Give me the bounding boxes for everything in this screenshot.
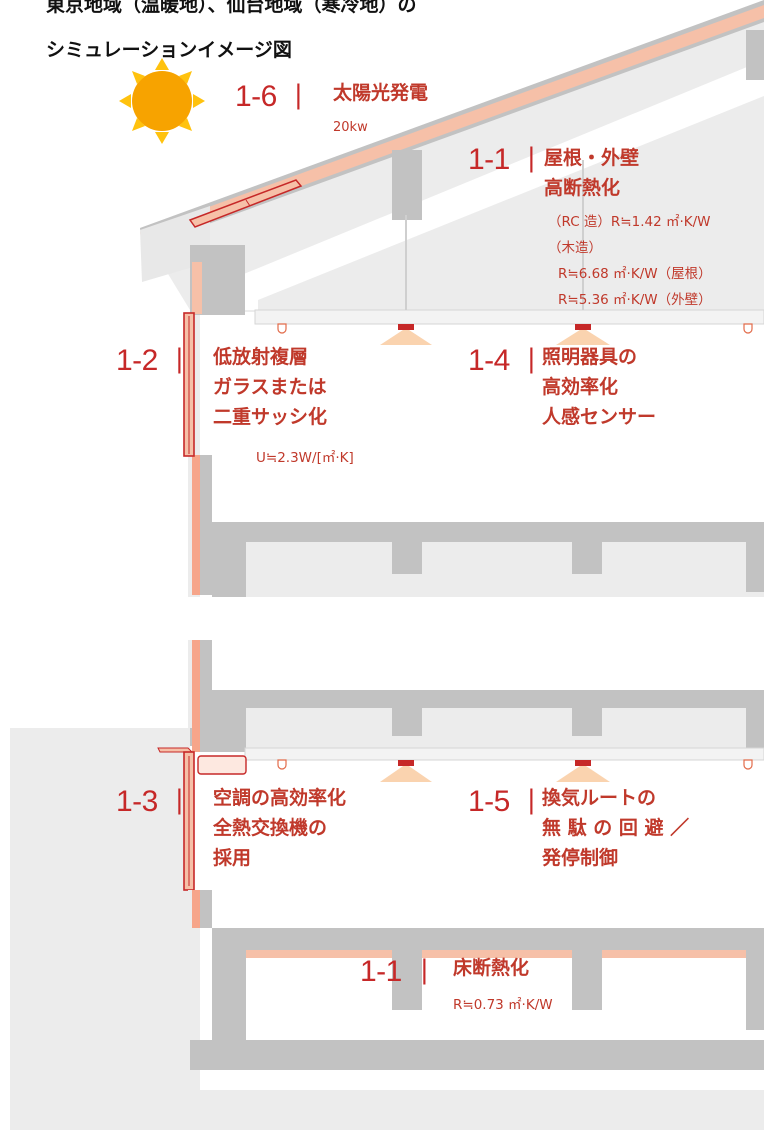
callout-vent-bar: |	[527, 785, 536, 815]
light-fixture-2	[556, 324, 610, 345]
sun-icon	[119, 58, 205, 144]
wall-left-lower-insulation	[192, 890, 200, 928]
wall-left-mid-insulation	[192, 640, 200, 752]
callout-lighting-number: 1-4	[468, 344, 510, 377]
header-line-1: 東京地域（温暖地）、仙台地域（寒冷地）の	[46, 0, 417, 16]
light-fixture-3	[380, 760, 432, 782]
callout-floor-title: 床断熱化	[453, 957, 530, 979]
callout-solar-bar: |	[294, 80, 303, 110]
light-fixture-4	[556, 760, 610, 782]
floor-slab-1-beam-2	[572, 950, 602, 1010]
upper-wall-insulation	[192, 262, 202, 314]
floor-slab-1-right-beam	[746, 950, 764, 1030]
callout-solar-detail: 20kw	[333, 120, 368, 135]
floor-slab-2-beam-2	[572, 542, 602, 574]
callout-hvac-line-1: 空調の高効率化	[213, 787, 347, 809]
callout-roof-detail-1: （RC 造）R≒1.42 ㎡·K/W	[548, 214, 711, 230]
callout-solar-title: 太陽光発電	[333, 82, 429, 104]
callout-glass-number: 1-2	[116, 344, 158, 377]
callout-lighting-bar: |	[527, 344, 536, 374]
callout-roof-detail-2: （木造）	[548, 240, 602, 256]
solar-panel	[188, 179, 303, 228]
callout-hvac-bar: |	[175, 785, 184, 815]
callout-glass-line-3: 二重サッシ化	[213, 406, 328, 428]
floor-slab-3-beam-2	[572, 708, 602, 736]
callout-glass-detail: U≒2.3W/[㎡·K]	[256, 450, 354, 466]
floor-slab-1	[212, 928, 764, 950]
callout-lighting-line-2: 高効率化	[542, 376, 619, 398]
callout-solar-number: 1-6	[235, 80, 277, 113]
floor-slab-3-left-beam	[212, 708, 246, 752]
callout-glass-line-1: 低放射複層	[213, 346, 309, 368]
floor-slab-3-beam-3	[746, 708, 764, 748]
ceiling-board-top	[254, 309, 764, 325]
floor-slab-3-beam-1	[392, 708, 422, 736]
ceiling-board-mid	[244, 747, 764, 761]
foundation-base	[190, 1040, 764, 1070]
floor-slab-2	[212, 522, 764, 542]
callout-roof-title-line-2: 高断熱化	[544, 177, 621, 199]
callout-floor-detail: R≒0.73 ㎡·K/W	[453, 997, 553, 1013]
floor-slab-2-left-beam	[212, 542, 246, 597]
callout-roof-detail-4: R≒5.36 ㎡·K/W（外壁）	[558, 292, 712, 308]
light-fixture-1	[380, 324, 432, 345]
callout-roof-title-line-1: 屋根・外壁	[544, 147, 640, 169]
callout-lighting-line-1: 照明器具の	[542, 346, 638, 368]
callout-roof-bar: |	[527, 143, 536, 173]
callout-hvac-number: 1-3	[116, 785, 158, 818]
sensor-3	[277, 759, 287, 770]
callout-hvac-line-2: 全熱交換機の	[213, 817, 328, 839]
callout-roof-detail-3: R≒6.68 ㎡·K/W（屋根）	[558, 266, 712, 282]
roof-beam-1	[392, 150, 422, 220]
floor-slab-2-beam-3	[746, 542, 764, 592]
callout-vent-line-3: 発停制御	[542, 847, 619, 869]
floor-slab-3	[212, 690, 764, 708]
wall-left-mid-block	[200, 640, 212, 752]
floor-slab-2-beam-1	[392, 542, 422, 574]
callout-vent-line-2: 無 駄 の 回 避 ／	[542, 817, 690, 839]
sensor-1	[277, 323, 287, 334]
callout-floor-number: 1-1	[360, 955, 402, 988]
callout-floor-bar: |	[420, 955, 429, 985]
solar-panel-divider	[245, 199, 251, 207]
callout-glass-bar: |	[175, 344, 184, 374]
header-line-2: シミュレーションイメージ図	[46, 39, 292, 61]
floor-slab-1-insulation	[245, 950, 764, 958]
ground-foundation	[10, 728, 764, 1130]
callout-roof-number: 1-1	[468, 143, 510, 176]
callout-hvac-line-3: 採用	[213, 847, 252, 869]
wall-left-upper-insulation	[192, 455, 200, 595]
callout-vent-line-1: 換気ルートの	[542, 787, 657, 809]
callout-lighting-line-3: 人感センサー	[542, 406, 657, 428]
floor-slab-1-beam-1	[392, 950, 422, 1010]
heat-exchanger-unit	[197, 755, 247, 775]
wall-left-lower-block	[200, 890, 212, 928]
wall-left-upper-block	[200, 455, 212, 595]
floor-slab-1-left-beam	[212, 950, 246, 1040]
callout-glass-line-2: ガラスまたは	[213, 376, 327, 398]
sensor-4	[743, 759, 753, 770]
roof-beam-2	[746, 30, 764, 80]
callout-vent-number: 1-5	[468, 785, 510, 818]
sensor-2	[743, 323, 753, 334]
